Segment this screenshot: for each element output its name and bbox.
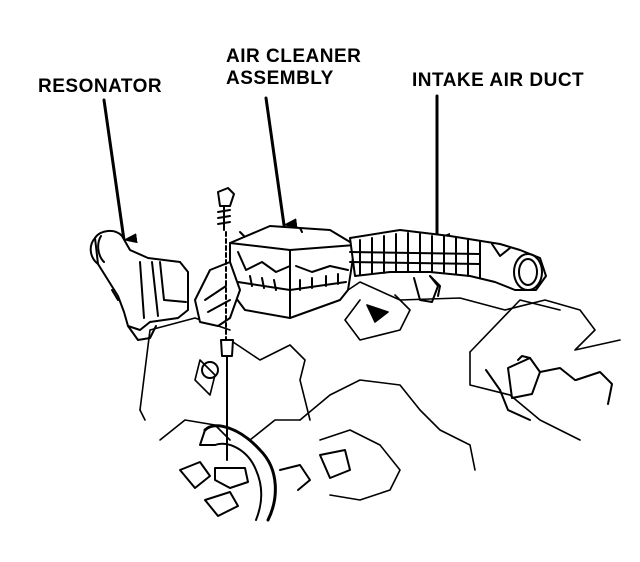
lower-hoses — [179, 424, 351, 522]
air-cleaner-part — [194, 225, 356, 327]
label-resonator: RESONATOR — [38, 76, 163, 97]
engine-outline — [139, 281, 621, 501]
label-air-cleaner-line2: ASSEMBLY — [226, 68, 334, 89]
throttle-body-part — [485, 355, 613, 421]
label-air-cleaner-assembly: AIR CLEANER ASSEMBLY — [226, 46, 361, 90]
bolt-part — [217, 187, 235, 231]
leader-arrows — [102, 94, 450, 244]
grommet — [201, 361, 219, 379]
intake-duct-part — [349, 229, 547, 303]
arrow-resonator — [102, 98, 138, 244]
mounting-stud — [220, 231, 234, 461]
label-air-cleaner-line1: AIR CLEANER — [226, 46, 362, 67]
arrow-air-cleaner — [264, 96, 298, 229]
label-intake-air-duct: INTAKE AIR DUCT — [412, 70, 585, 91]
resonator-part — [89, 230, 189, 341]
